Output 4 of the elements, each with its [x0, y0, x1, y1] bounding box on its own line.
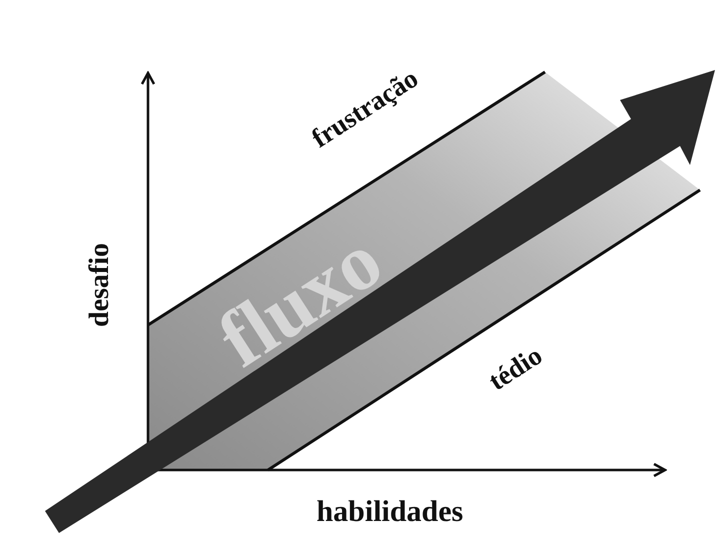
axis-title: habilidades — [316, 495, 464, 529]
channel-label: tédio — [482, 339, 548, 397]
channel-label: fluxo — [202, 214, 398, 386]
axis-title: desafio — [84, 243, 116, 327]
